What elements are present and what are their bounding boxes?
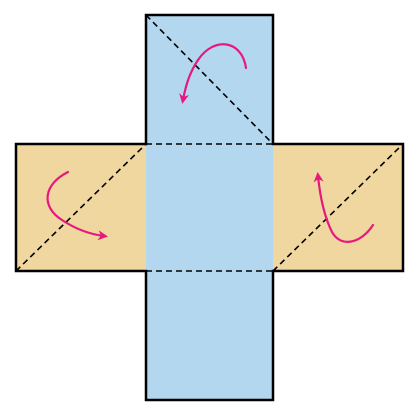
left-fold-arrow bbox=[46, 170, 108, 241]
right-fold-arrow bbox=[313, 172, 375, 243]
left-flap-diagonal bbox=[15, 143, 147, 272]
top-panel-diagonal bbox=[145, 14, 274, 145]
fold-arrows bbox=[46, 43, 375, 243]
fold-lines bbox=[15, 14, 404, 272]
right-flap-diagonal bbox=[272, 143, 404, 272]
top-fold-arrow bbox=[179, 43, 248, 104]
vertical-strip bbox=[146, 15, 273, 400]
